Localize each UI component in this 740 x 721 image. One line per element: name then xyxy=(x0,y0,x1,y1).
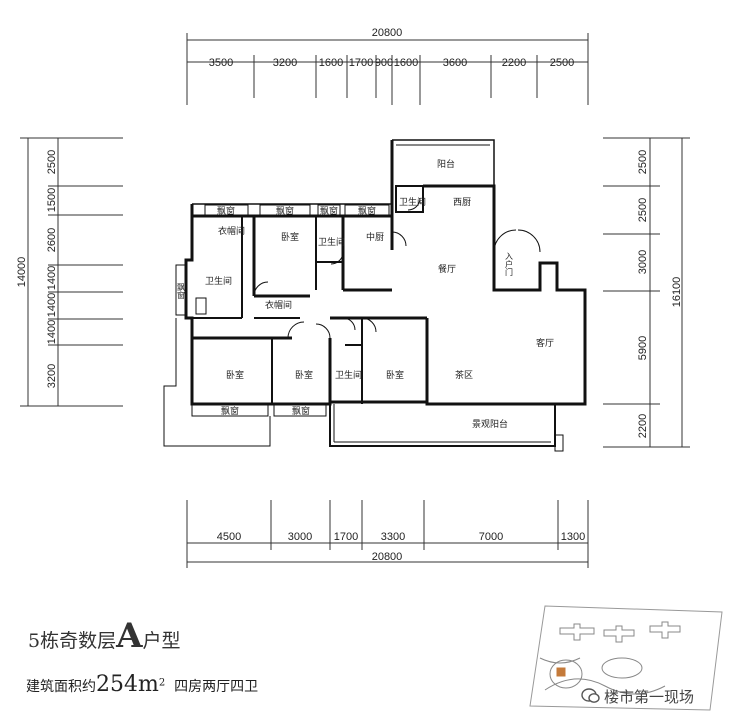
area-value: 254m xyxy=(96,672,159,697)
dim-bottom-2: 3000 xyxy=(288,531,312,543)
dim-bottom-6: 1300 xyxy=(561,531,585,543)
room-wc-3: 卫生间 xyxy=(335,369,362,381)
site-key-plan xyxy=(529,605,723,711)
room-wc-top: 卫生间 xyxy=(399,196,426,208)
dim-left-6: 1400 xyxy=(46,320,58,344)
dim-bottom-4: 3300 xyxy=(381,531,405,543)
dim-right-1: 2500 xyxy=(637,150,649,174)
room-entrance: 入户门 xyxy=(505,252,514,277)
plan-title-letter: A xyxy=(116,616,143,656)
dim-left-3: 2600 xyxy=(46,228,58,252)
area-line: 建筑面积约254m2 四房两厅四卫 xyxy=(26,672,258,697)
dim-top-6: 1600 xyxy=(394,57,418,69)
area-unit-sup: 2 xyxy=(158,677,166,689)
room-west-kitchen: 西厨 xyxy=(453,197,471,208)
plan-title: 5栋奇数层A户型 xyxy=(28,616,181,656)
watermark: 楼市第一现场 xyxy=(604,688,695,706)
dim-top-9: 2500 xyxy=(550,57,574,69)
dim-top-3: 1600 xyxy=(319,57,343,69)
room-living: 客厅 xyxy=(536,337,554,349)
dim-top-2: 3200 xyxy=(273,57,297,69)
dim-bottom-1: 4500 xyxy=(217,531,241,543)
dim-right-2: 2500 xyxy=(637,198,649,222)
dim-left-7: 3200 xyxy=(46,364,58,388)
dim-top-5: 900 xyxy=(375,57,393,69)
plan-title-prefix: 5栋奇数层 xyxy=(28,630,117,652)
walls xyxy=(163,139,587,452)
room-bay-3: 飘窗 xyxy=(320,205,338,217)
room-bay-left: 飘窗 xyxy=(177,283,186,300)
dim-top-4: 1700 xyxy=(349,57,373,69)
room-bay-5: 飘窗 xyxy=(221,405,239,417)
room-view-balcony: 景观阳台 xyxy=(472,418,508,430)
room-tea: 茶区 xyxy=(455,369,473,381)
room-balcony: 阳台 xyxy=(437,158,455,170)
dim-left-1: 2500 xyxy=(46,150,58,174)
dim-left-total: 14000 xyxy=(16,257,28,288)
dim-top-total: 20800 xyxy=(372,27,403,39)
room-closet-1: 衣帽间 xyxy=(218,225,245,237)
dim-left-4: 1400 xyxy=(46,266,58,290)
room-wc-left: 卫生间 xyxy=(205,275,232,287)
room-bedroom-3: 卧室 xyxy=(295,369,313,381)
area-label: 建筑面积约 xyxy=(26,679,96,695)
dimension-lines xyxy=(20,33,690,568)
room-bay-2: 飘窗 xyxy=(276,205,294,217)
dim-top-7: 3600 xyxy=(443,57,467,69)
dim-bottom-total: 20800 xyxy=(372,551,403,563)
room-chinese-kitchen: 中厨 xyxy=(366,231,384,243)
layout-type: 四房两厅四卫 xyxy=(174,679,259,695)
room-bay-1: 飘窗 xyxy=(217,205,235,217)
dim-top-1: 3500 xyxy=(209,57,233,69)
room-closet-2: 衣帽间 xyxy=(265,299,292,311)
dim-left-5: 1400 xyxy=(46,293,58,317)
dim-bottom-3: 1700 xyxy=(334,531,358,543)
room-bedroom-2: 卧室 xyxy=(226,369,244,381)
dim-right-4: 5900 xyxy=(637,336,649,360)
dim-right-5: 2200 xyxy=(637,414,649,438)
dim-right-3: 3000 xyxy=(637,250,649,274)
room-wc-1: 卫生间 xyxy=(318,236,345,248)
dim-right-total: 16100 xyxy=(671,277,683,308)
plan-title-suffix: 户型 xyxy=(142,630,181,652)
room-dining: 餐厅 xyxy=(438,263,456,275)
chat-icon xyxy=(581,688,600,703)
room-bay-4: 飘窗 xyxy=(358,205,376,217)
dim-top-8: 2200 xyxy=(502,57,526,69)
dim-bottom-5: 7000 xyxy=(479,531,503,543)
room-bedroom-4: 卧室 xyxy=(386,369,404,381)
dim-left-2: 1500 xyxy=(46,188,58,212)
room-bay-6: 飘窗 xyxy=(292,405,310,417)
room-bedroom-1: 卧室 xyxy=(281,231,299,243)
